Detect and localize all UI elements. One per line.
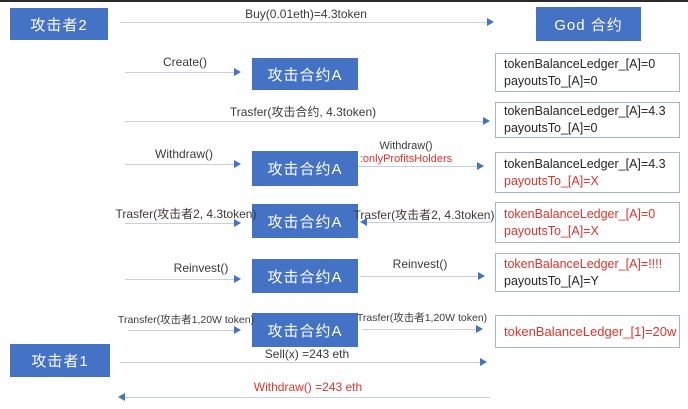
- transfer-attacker1-right-arrowhead: [476, 325, 483, 333]
- reinvest-right-arrowhead: [478, 272, 485, 280]
- ledger-box-4: tokenBalanceLedger_[A]=0 payoutsTo_[A]=X: [495, 202, 680, 243]
- ledger-line: payoutsTo_[A]=Y: [504, 273, 599, 288]
- ledger-line: payoutsTo_[A]=X: [504, 173, 599, 188]
- reinvest-left-arrowhead: [234, 275, 241, 283]
- sell-arrow-line: [120, 362, 480, 363]
- transfer-attacker2-left-arrow-line: [125, 223, 238, 224]
- transfer-attacker1-left-arrow-line: [128, 330, 238, 331]
- final-withdraw-label: Withdraw() =243 eth: [253, 380, 363, 394]
- node-attack-contract-a-5: 攻击合约A: [252, 313, 358, 347]
- ledger-line: tokenBalanceLedger_[A]=0: [504, 56, 656, 71]
- transfer-attacker1-left-arrowhead: [234, 326, 241, 334]
- only-profits-holders-label: :onlyProfitsHolders: [359, 153, 453, 165]
- top-border-line: [0, 0, 688, 2]
- withdraw-right-label-block: Withdraw() :onlyProfitsHolders: [352, 140, 460, 166]
- transfer-contract-arrowhead: [483, 117, 490, 125]
- node-attack-contract-a-4: 攻击合约A: [252, 259, 358, 293]
- transfer-attacker1-left-label: Transfer(攻击者1,20W token): [117, 314, 255, 326]
- reinvest-right-arrow-line: [360, 276, 478, 277]
- withdraw-right-arrow-line: [358, 166, 477, 167]
- node-attack-contract-a-2: 攻击合约A: [252, 151, 358, 186]
- transfer-attacker1-right-label: Trasfer(攻击者1,20W token): [356, 312, 488, 324]
- reinvest-left-label: Reinvest(): [173, 261, 229, 275]
- ledger-line: tokenBalanceLedger_[A]=4.3: [504, 156, 666, 171]
- buy-arrowhead: [487, 18, 494, 26]
- buy-arrow-line: [120, 22, 487, 23]
- final-withdraw-arrow-line: [125, 397, 490, 398]
- transfer-contract-arrow-line: [125, 121, 483, 122]
- create-arrow-line: [125, 72, 238, 73]
- create-label: Create(): [162, 55, 208, 69]
- withdraw-left-arrowhead: [234, 160, 241, 168]
- transfer-attacker1-right-arrow-line: [362, 329, 476, 330]
- ledger-line: payoutsTo_[A]=X: [504, 223, 599, 238]
- withdraw-left-label: Withdraw(): [154, 147, 214, 161]
- node-attack-contract-a-1: 攻击合约A: [252, 58, 358, 90]
- ledger-box-3: tokenBalanceLedger_[A]=4.3 payoutsTo_[A]…: [495, 152, 680, 193]
- ledger-line: tokenBalanceLedger_[A]=4.3: [504, 104, 666, 118]
- ledger-line: tokenBalanceLedger_[1]=20w: [504, 324, 677, 339]
- ledger-line: payoutsTo_[A]=0: [504, 121, 598, 135]
- node-attacker2: 攻击者2: [10, 8, 108, 40]
- ledger-line: tokenBalanceLedger_[A]=!!!!: [504, 256, 663, 271]
- sell-label: Sell(x) =243 eth: [264, 347, 350, 361]
- create-arrowhead: [234, 68, 241, 76]
- transfer-attacker2-left-label: Trasfer(攻击者2, 4.3token): [115, 207, 257, 221]
- transfer-attacker2-left-arrowhead: [234, 219, 241, 227]
- node-attack-contract-a-3: 攻击合约A: [252, 204, 358, 238]
- sell-arrowhead: [480, 358, 487, 366]
- ledger-box-2: tokenBalanceLedger_[A]=4.3 payoutsTo_[A]…: [495, 102, 680, 138]
- withdraw-right-label: Withdraw(): [379, 140, 433, 152]
- reinvest-left-arrow-line: [125, 279, 238, 280]
- transfer-contract-label: Trasfer(攻击合约, 4.3token): [229, 105, 377, 119]
- node-god-contract: God 合约: [536, 7, 641, 41]
- ledger-box-5: tokenBalanceLedger_[A]=!!!! payoutsTo_[A…: [495, 253, 680, 292]
- node-attacker1: 攻击者1: [10, 344, 110, 377]
- reinvest-right-label: Reinvest(): [392, 257, 448, 271]
- transfer-attacker2-right-label: Trasfer(攻击者2, 4.3token): [353, 208, 495, 222]
- withdraw-right-arrowhead: [477, 162, 484, 170]
- withdraw-left-arrow-line: [125, 164, 238, 165]
- ledger-box-6: tokenBalanceLedger_[1]=20w: [495, 315, 680, 348]
- transfer-attacker2-right-arrow-line: [367, 222, 492, 223]
- ledger-box-1: tokenBalanceLedger_[A]=0 payoutsTo_[A]=0: [495, 53, 680, 92]
- ledger-line: tokenBalanceLedger_[A]=0: [504, 206, 656, 221]
- final-withdraw-arrowhead: [118, 393, 125, 401]
- buy-label: Buy(0.01eth)=4.3token: [245, 7, 367, 21]
- transfer-attacker2-right-arrowhead: [360, 218, 367, 226]
- ledger-line: payoutsTo_[A]=0: [504, 73, 598, 88]
